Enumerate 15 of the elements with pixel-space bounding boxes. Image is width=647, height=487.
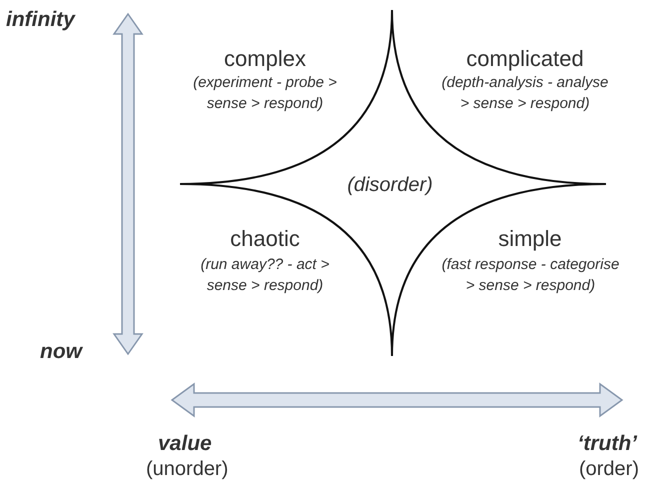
- axis-label: (unorder): [146, 457, 228, 482]
- axis-label: ‘truth’: [578, 431, 637, 457]
- domain-description: (fast response - categorise > sense > respond): [440, 255, 620, 296]
- axis-label: (order): [578, 457, 639, 482]
- domain-description: (run away?? - act > sense > respond): [200, 255, 330, 296]
- domain-name: simple: [497, 225, 563, 253]
- domain-name: (disorder): [346, 173, 434, 198]
- axis-label: now: [40, 339, 82, 365]
- domain-name: complex: [223, 45, 307, 73]
- domain-name: chaotic: [229, 225, 301, 253]
- axis-label: value: [158, 431, 212, 457]
- axis-label: infinity: [6, 7, 75, 33]
- domain-name: complicated: [465, 45, 585, 73]
- domain-description: (depth-analysis - analyse > sense > respond): [440, 73, 610, 114]
- domain-description: (experiment - probe > sense > respond): [192, 73, 338, 114]
